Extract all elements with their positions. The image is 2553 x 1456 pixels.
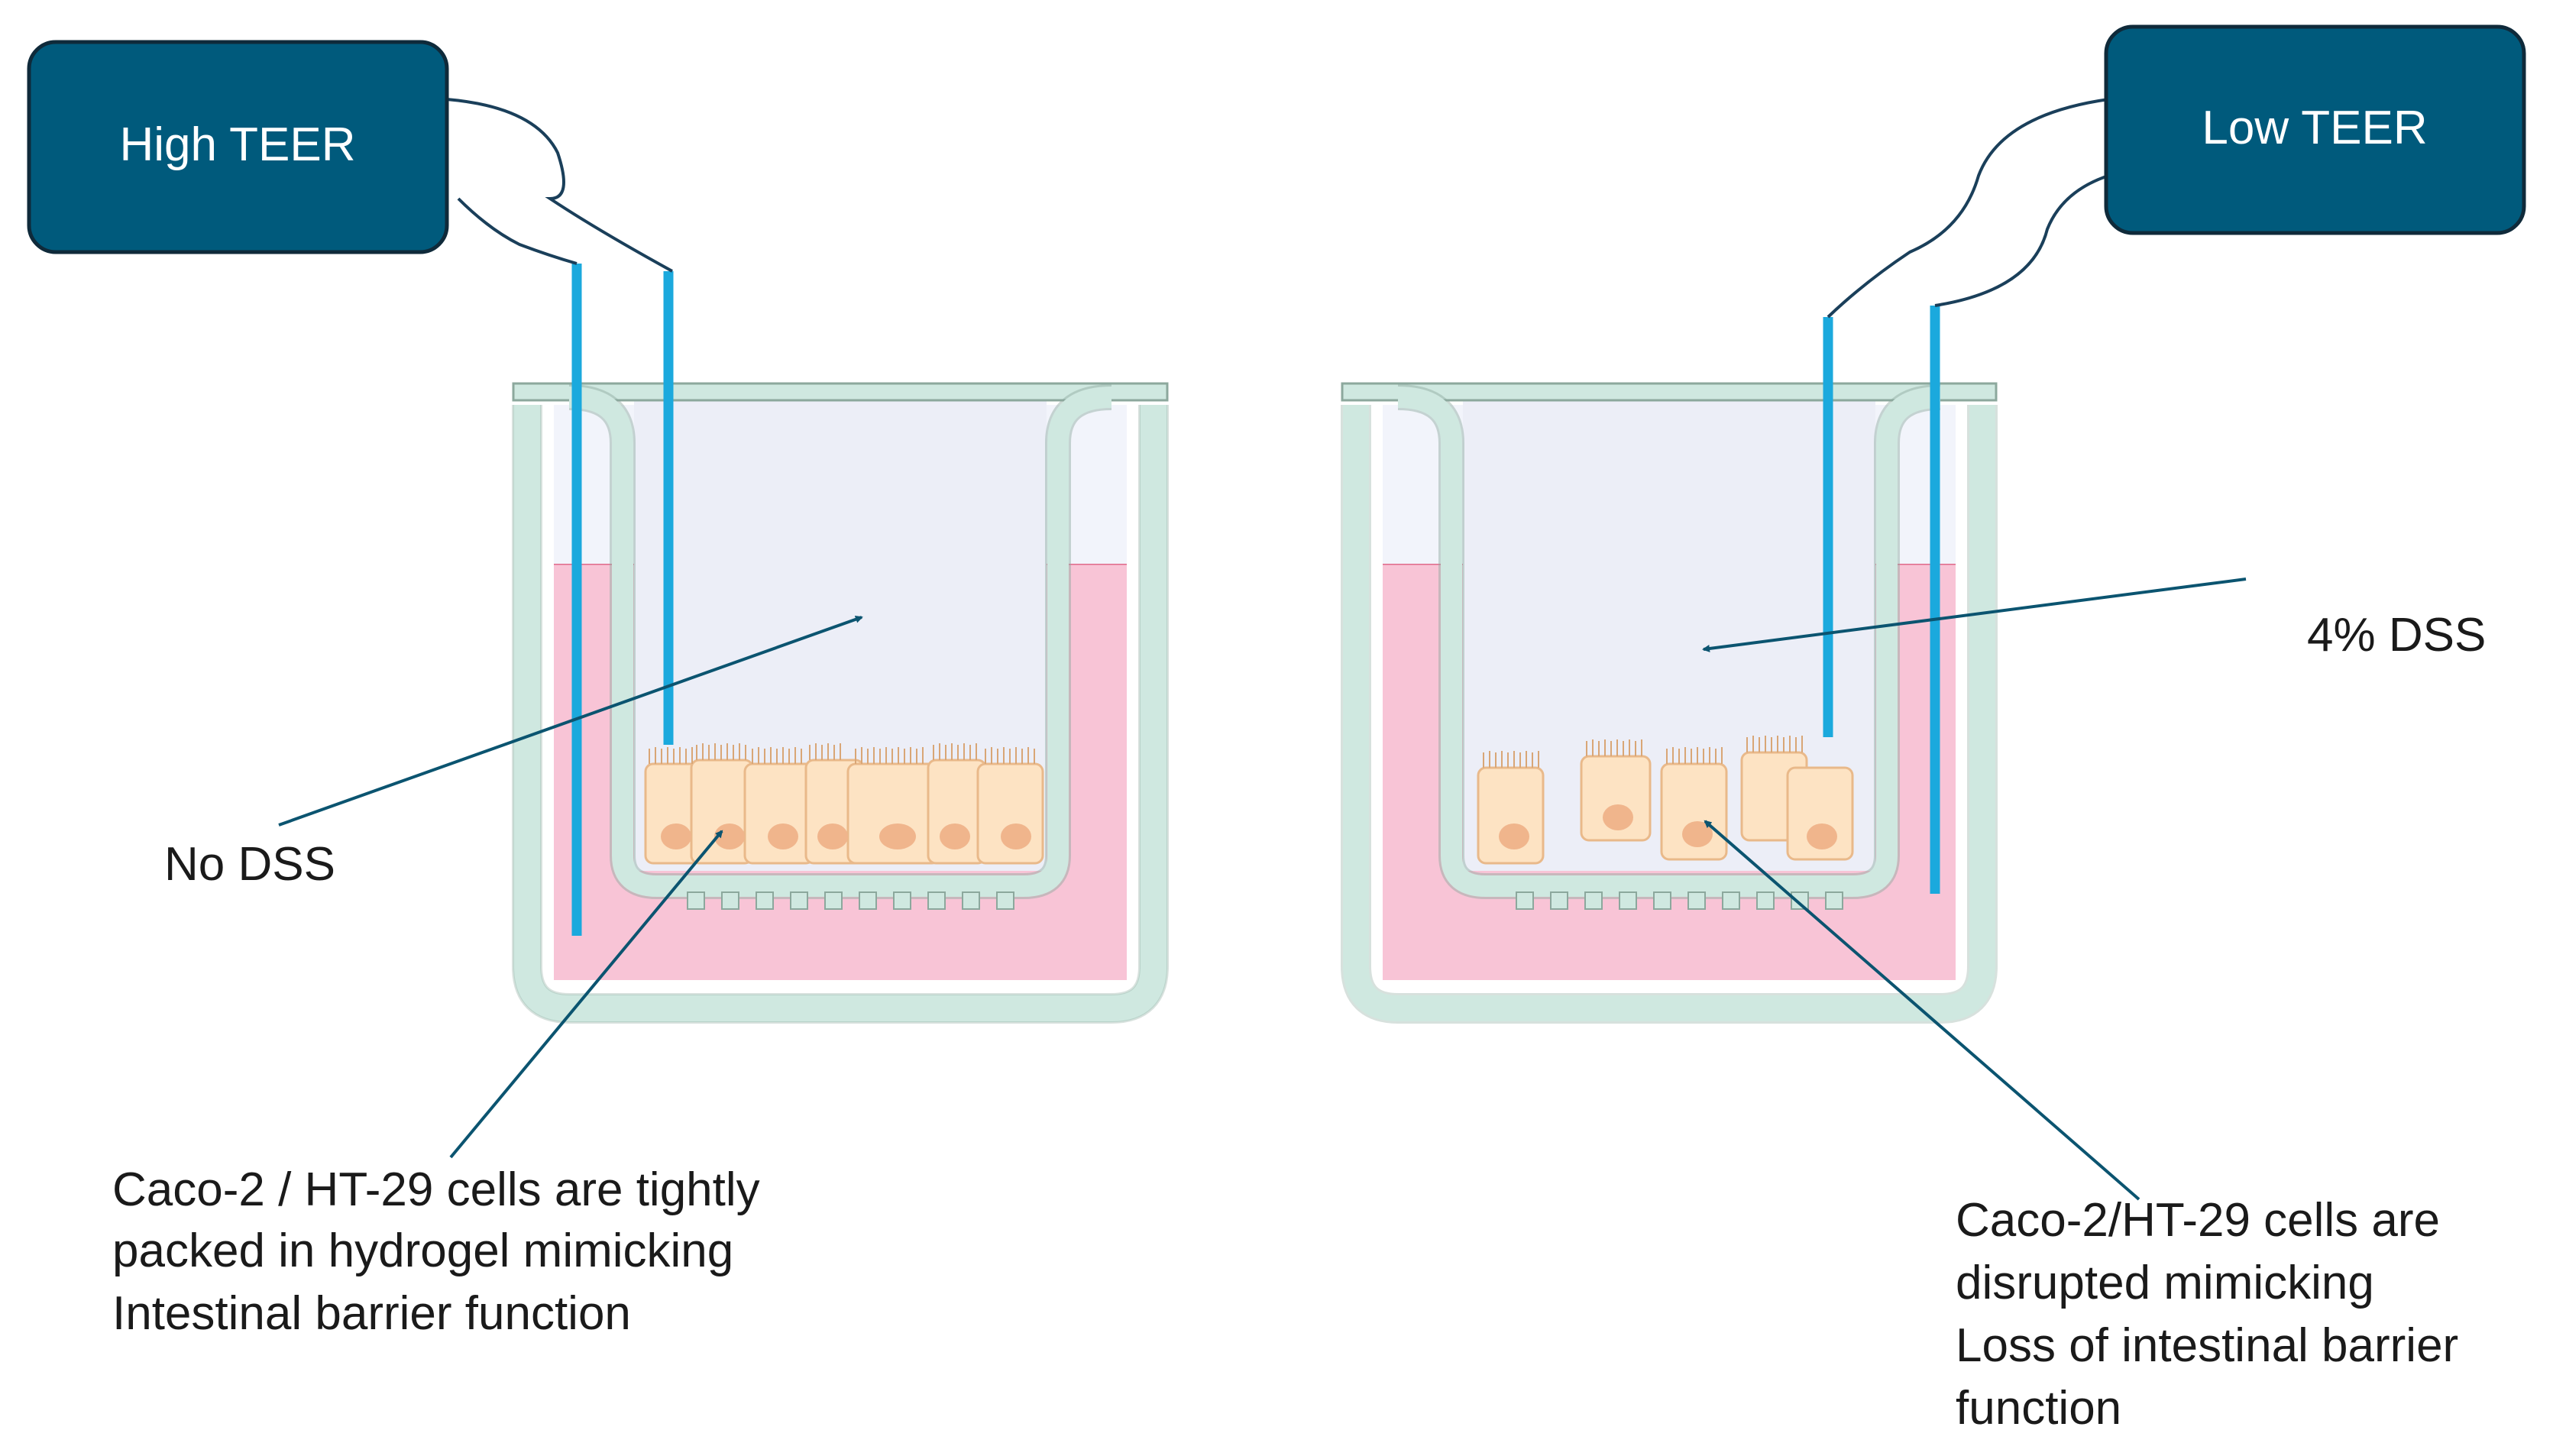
right-transwell bbox=[1341, 306, 1998, 1024]
no-dss-arrow bbox=[278, 615, 863, 827]
left-meter-wire bbox=[446, 98, 673, 273]
right-caption-line-2: disrupted mimicking bbox=[1956, 1257, 2374, 1309]
right-caption-line-3: Loss of intestinal barrier bbox=[1956, 1319, 2458, 1372]
right-meter-label: Low TEER bbox=[2202, 102, 2427, 154]
annotation-arrows bbox=[278, 578, 2247, 1201]
no-dss-label: No DSS bbox=[164, 838, 335, 891]
left-meter: High TEER bbox=[27, 40, 673, 273]
left-caption-line-3: Intestinal barrier function bbox=[112, 1287, 631, 1340]
left-rim bbox=[512, 382, 1169, 402]
right-disrupted-cells bbox=[1477, 736, 1854, 865]
left-cell-monolayer bbox=[644, 743, 1044, 865]
left-membrane-pores bbox=[687, 891, 1014, 910]
left-caption-line-2: packed in hydrogel mimicking bbox=[112, 1225, 733, 1277]
right-caption: Caco-2/HT-29 cells are disrupted mimicki… bbox=[1956, 1194, 2458, 1435]
left-meter-label: High TEER bbox=[120, 118, 356, 171]
dss-label: 4% DSS bbox=[2307, 609, 2486, 662]
left-meter-box bbox=[27, 40, 449, 254]
left-cells-arrow bbox=[449, 830, 723, 1159]
right-meter-wire bbox=[1827, 98, 2109, 319]
right-caption-line-1: Caco-2/HT-29 cells are bbox=[1956, 1194, 2440, 1247]
dss-arrow bbox=[1702, 578, 2247, 652]
right-caption-line-4: function bbox=[1956, 1382, 2121, 1435]
right-meter: Low TEER bbox=[1827, 24, 2526, 319]
left-transwell bbox=[512, 264, 1169, 1024]
left-caption-line-1: Caco-2 / HT-29 cells are tightly bbox=[112, 1163, 760, 1216]
left-caption: Caco-2 / HT-29 cells are tightly packed … bbox=[112, 1163, 760, 1340]
right-membrane-pores bbox=[1516, 891, 1843, 910]
right-meter-box bbox=[2104, 24, 2526, 235]
right-cells-arrow bbox=[1704, 820, 2140, 1201]
